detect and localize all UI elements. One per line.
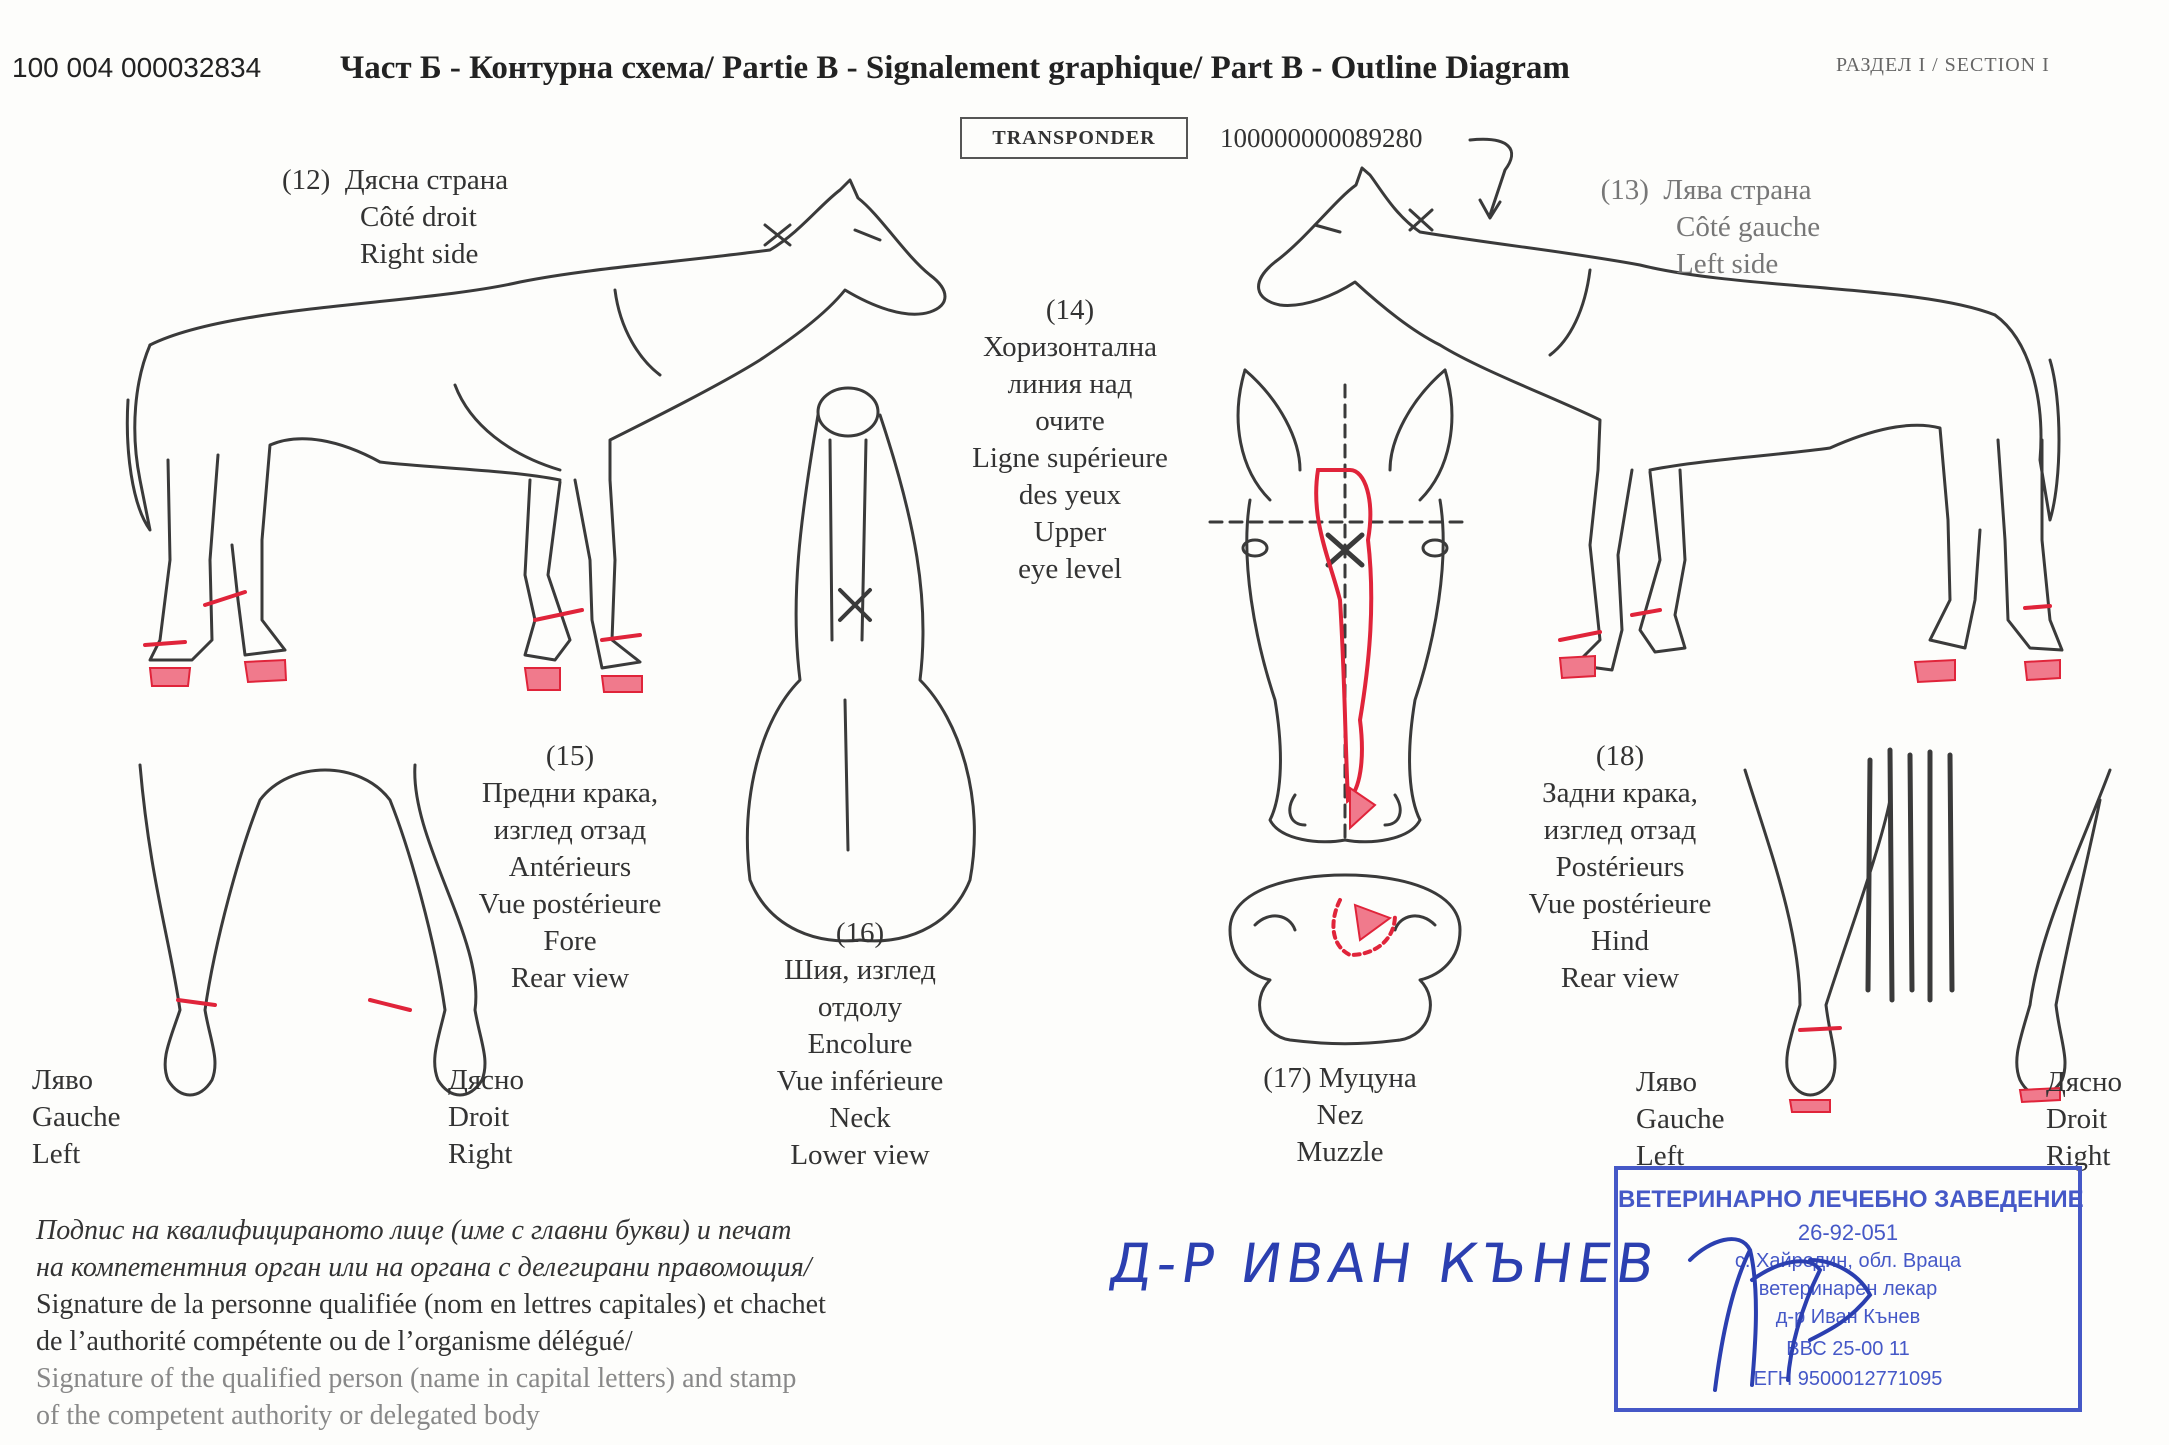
neck-lower-view-drawing bbox=[746, 386, 976, 943]
signature-en-line1: Signature of the qualified person (name … bbox=[36, 1363, 797, 1394]
head-front-view-drawing bbox=[1208, 368, 1472, 844]
transponder-label: TRANSPONDER bbox=[992, 126, 1156, 149]
fore-en1: Fore bbox=[543, 925, 597, 957]
muzzle-label: (17) Муцуна Nez Muzzle bbox=[1200, 1060, 1480, 1171]
neck-bg2: отдолу bbox=[817, 991, 903, 1023]
stamp-line1: ВЕТЕРИНАРНО ЛЕЧЕБНО ЗАВЕДЕНИЕ bbox=[1618, 1186, 2084, 1213]
page-title: Част Б - Контурна схема/ Partie B - Sign… bbox=[340, 50, 1570, 86]
neck-label: (16) Шия, изглед отдолу Encolure Vue inf… bbox=[730, 915, 990, 1174]
left-side-en: Left side bbox=[1676, 248, 1779, 280]
neck-fr1: Encolure bbox=[807, 1028, 913, 1060]
signature-bg-line1: Подпис на квалифицираното лице (име с гл… bbox=[36, 1215, 792, 1246]
hind-fr2: Vue postérieure bbox=[1528, 888, 1712, 920]
document-id: 100 004 000032834 bbox=[12, 52, 262, 83]
signature-scribble bbox=[1688, 1237, 1873, 1392]
hind-bg1: Задни крака, bbox=[1542, 777, 1698, 809]
left-side-num: (13) bbox=[1600, 174, 1649, 206]
eye-level-fr1: Ligne supérieure bbox=[972, 442, 1168, 474]
neck-num: (16) bbox=[835, 917, 885, 949]
fore-bg1: Предни крака, bbox=[481, 777, 659, 809]
fore-right-label: Дясно Droit Right bbox=[448, 1062, 524, 1173]
right-side-fr: Côté droit bbox=[360, 201, 477, 233]
hind-right-fr: Droit bbox=[2046, 1103, 2108, 1135]
eye-level-bg1: Хоризонтална bbox=[983, 331, 1157, 363]
hind-label: (18) Задни крака, изглед отзад Postérieu… bbox=[1490, 738, 1750, 997]
fore-left-en: Left bbox=[32, 1138, 81, 1170]
fore-fr1: Antérieurs bbox=[508, 851, 632, 883]
right-side-label: (12) Дясна страна Côté droit Right side bbox=[282, 162, 508, 273]
section-label: РАЗДЕЛ I / SECTION I bbox=[1836, 54, 2050, 76]
signature-bg-line2: на компетентния орган или на органа с де… bbox=[36, 1252, 812, 1283]
horse-right-markings bbox=[143, 590, 643, 693]
horse-right-side-drawing bbox=[125, 178, 947, 670]
signature-fr-line2: de l’authorité compétente ou de l’organi… bbox=[36, 1326, 633, 1357]
signature-en-line2: of the competent authority or delegated … bbox=[36, 1400, 540, 1431]
hind-left-bg: Ляво bbox=[1636, 1066, 1698, 1098]
horse-left-markings bbox=[1558, 604, 2061, 684]
fore-left-label: Ляво Gauche Left bbox=[32, 1062, 121, 1173]
hind-legs-rear-view-drawing bbox=[1743, 747, 2112, 1113]
hind-en1: Hind bbox=[1591, 925, 1649, 957]
signature-fr-line1: Signature de la personne qualifiée (nom … bbox=[36, 1289, 826, 1320]
neck-bg1: Шия, изглед bbox=[784, 954, 936, 986]
fore-right-en: Right bbox=[448, 1138, 513, 1170]
hind-en2: Rear view bbox=[1560, 962, 1680, 994]
fore-bg2: изглед отзад bbox=[493, 814, 647, 846]
right-side-bg: Дясна страна bbox=[344, 164, 509, 196]
signature-instructions: Подпис на квалифицираното лице (име с гл… bbox=[36, 1212, 826, 1434]
muzzle-num-bg: (17) Муцуна bbox=[1263, 1062, 1417, 1094]
fore-num: (15) bbox=[545, 740, 595, 772]
neck-fr2: Vue inférieure bbox=[776, 1065, 944, 1097]
fore-legs-rear-view-drawing bbox=[138, 763, 487, 1097]
fore-en2: Rear view bbox=[510, 962, 630, 994]
transponder-number: 100000000089280 bbox=[1220, 123, 1423, 153]
hind-fr1: Postérieurs bbox=[1555, 851, 1685, 883]
muzzle-fr: Nez bbox=[1316, 1099, 1364, 1131]
stamp-line2: 26-92-051 bbox=[1797, 1220, 1899, 1245]
eye-level-bg3: очите bbox=[1035, 405, 1105, 437]
eye-level-en1: Upper bbox=[1033, 516, 1107, 548]
fore-fr2: Vue postérieure bbox=[478, 888, 662, 920]
fore-right-bg: Дясно bbox=[448, 1064, 525, 1096]
horse-left-side-drawing bbox=[1257, 166, 2064, 672]
eye-level-num: (14) bbox=[1045, 294, 1095, 326]
hind-bg2: изглед отзад bbox=[1543, 814, 1697, 846]
eye-level-en2: eye level bbox=[1018, 553, 1122, 585]
eye-level-bg2: линия над bbox=[1007, 368, 1133, 400]
transponder-arrow bbox=[1468, 137, 1514, 220]
hind-right-label: Дясно Droit Right bbox=[2046, 1064, 2122, 1175]
stamp-line7: ЕГН 9500012771095 bbox=[1753, 1368, 1943, 1390]
muzzle-en: Muzzle bbox=[1296, 1136, 1384, 1168]
transponder-label-box: TRANSPONDER bbox=[960, 117, 1188, 159]
eye-level-fr2: des yeux bbox=[1018, 479, 1122, 511]
right-side-num: (12) bbox=[282, 164, 331, 196]
stamp-line6: ВВС 25-00 11 bbox=[1786, 1338, 1910, 1360]
neck-en1: Neck bbox=[829, 1102, 891, 1134]
muzzle-drawing bbox=[1228, 873, 1462, 1046]
handwritten-name: Д-Р ИВАН КЪНЕВ bbox=[1105, 1232, 1664, 1295]
left-side-bg: Лява страна bbox=[1663, 174, 1812, 206]
neck-en2: Lower view bbox=[790, 1139, 930, 1171]
left-side-label: (13) Лява страна Côté gauche Left side bbox=[1592, 172, 1821, 283]
stamp-line4: ветеринарен лекар bbox=[1758, 1278, 1938, 1300]
fore-left-fr: Gauche bbox=[32, 1101, 121, 1133]
hind-right-bg: Дясно bbox=[2046, 1066, 2123, 1098]
hind-left-label: Ляво Gauche Left bbox=[1636, 1064, 1725, 1175]
fore-left-bg: Ляво bbox=[32, 1064, 94, 1096]
hind-num: (18) bbox=[1595, 740, 1645, 772]
right-side-en: Right side bbox=[360, 238, 479, 270]
fore-right-fr: Droit bbox=[448, 1101, 510, 1133]
fore-label: (15) Предни крака, изглед отзад Antérieu… bbox=[440, 738, 700, 997]
stamp-line3: с. Хайредин, обл. Враца bbox=[1734, 1250, 1962, 1272]
left-side-fr: Côté gauche bbox=[1676, 211, 1821, 243]
hind-left-fr: Gauche bbox=[1636, 1103, 1725, 1135]
eye-level-label: (14) Хоризонтална линия над очите Ligne … bbox=[930, 292, 1210, 588]
